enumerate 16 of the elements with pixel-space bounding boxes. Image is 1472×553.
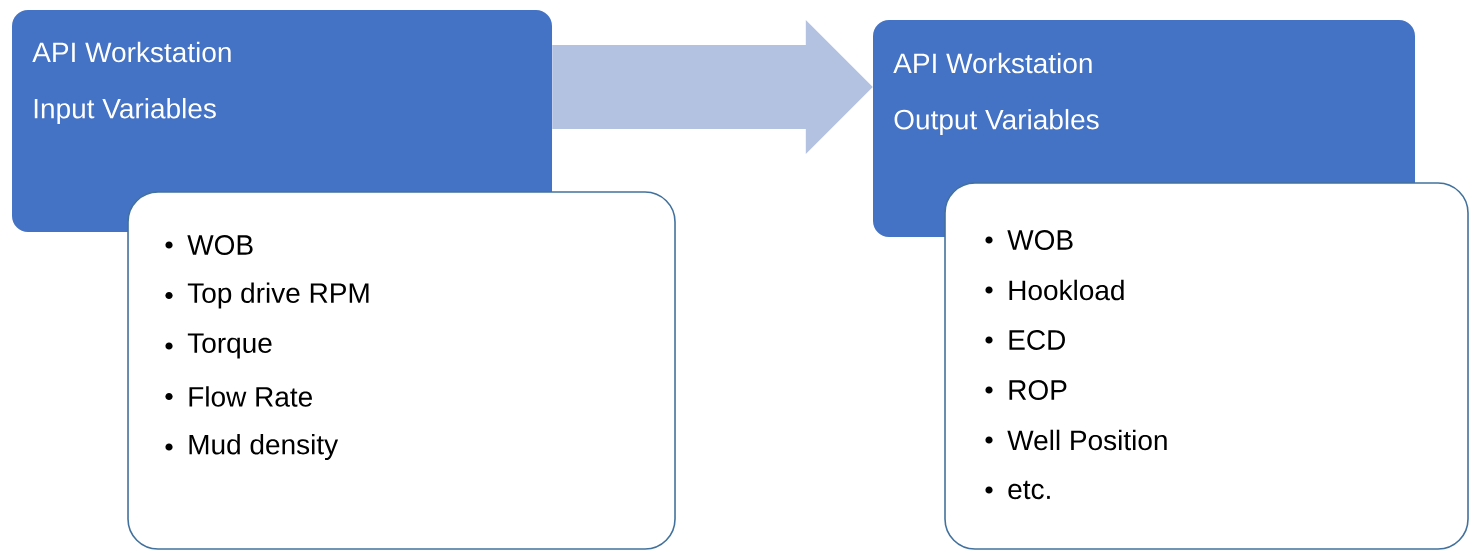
list-item: ROP [1009,380,1067,400]
list-item: WOB [1007,230,1073,250]
list-item: Top drive RPM [187,282,369,309]
heading-text: API Workstation [893,52,1092,74]
heading-text: API Workstation [32,41,231,63]
list-item: etc. [1008,480,1050,500]
list-item: Torque [187,333,272,359]
list-item: Well Position [1007,429,1167,451]
list-item: ECD [1009,330,1065,350]
heading-text: Output Variables [894,108,1099,136]
list-item: Flow Rate [189,386,312,407]
heading-text: Input Variables [34,97,216,125]
list-item: Hookload [1009,279,1124,301]
block-arrow [552,20,873,154]
list-item: Mud density [189,433,339,461]
list-item: WOB [187,235,253,255]
